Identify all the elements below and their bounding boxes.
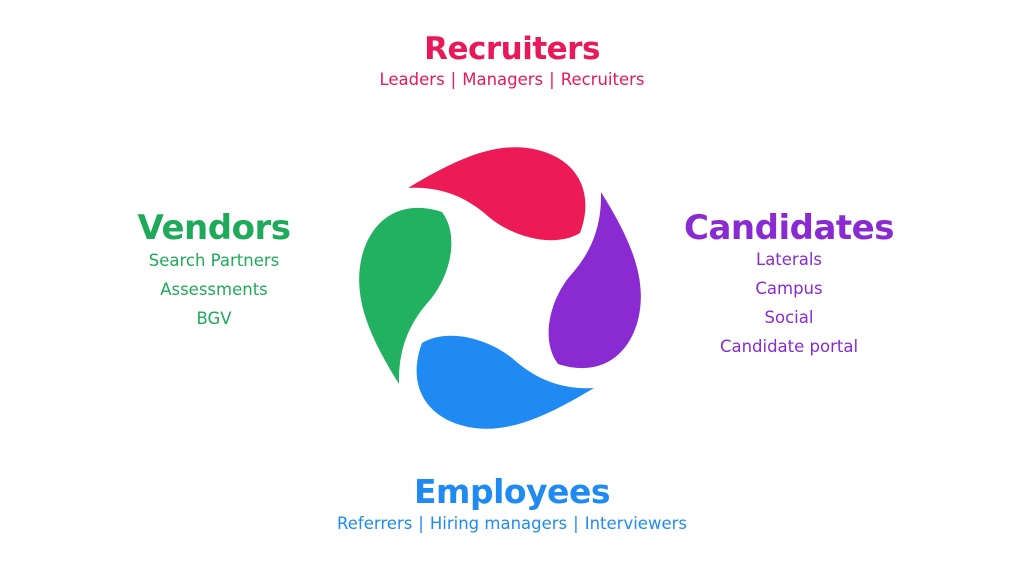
recruiters-group: Recruiters Leaders | Managers | Recruiters: [0, 34, 1024, 89]
logo-petal-left: [359, 207, 452, 384]
logo-petal-bottom: [416, 335, 594, 429]
vendors-list: Search Partners Assessments BGV: [104, 246, 324, 333]
recruiters-roles: Leaders | Managers | Recruiters: [0, 70, 1024, 89]
vendors-item-search-partners: Search Partners: [148, 251, 280, 270]
candidates-item-laterals: Laterals: [756, 250, 822, 269]
logo-petal-top: [408, 147, 586, 241]
separator: |: [450, 70, 457, 89]
candidates-title: Candidates: [684, 208, 894, 248]
separator: |: [549, 70, 555, 89]
candidates-group: Candidates Laterals Campus Social Candid…: [664, 211, 914, 361]
logo-petal-right: [548, 192, 641, 369]
recruiters-role-recruiters: Recruiters: [560, 70, 645, 89]
employees-group: Employees Referrers | Hiring managers | Inte…: [0, 475, 1024, 533]
vendors-item-assessments: Assessments: [160, 280, 268, 299]
vendors-title: Vendors: [137, 208, 291, 248]
vendors-item-bgv: BGV: [196, 309, 232, 328]
candidates-item-candidate-portal: Candidate portal: [719, 337, 859, 356]
employees-role-referrers: Referrers: [337, 514, 413, 533]
employees-role-hiring-managers: Hiring managers: [429, 514, 568, 533]
employees-roles: Referrers | Hiring managers | Interviewers: [0, 514, 1024, 533]
candidates-item-campus: Campus: [755, 279, 823, 298]
recruiters-role-leaders: Leaders: [379, 70, 445, 89]
employees-role-interviewers: Interviewers: [584, 514, 687, 533]
recruiters-role-managers: Managers: [462, 70, 544, 89]
separator: |: [418, 514, 424, 533]
four-petal-swirl-logo-icon: [359, 147, 641, 429]
candidates-list: Laterals Campus Social Candidate portal: [664, 245, 914, 361]
candidates-item-social: Social: [764, 308, 814, 327]
recruiters-title: Recruiters: [424, 31, 600, 67]
separator: |: [573, 514, 579, 533]
vendors-group: Vendors Search Partners Assessments BGV: [104, 211, 324, 333]
employees-title: Employees: [414, 472, 610, 511]
